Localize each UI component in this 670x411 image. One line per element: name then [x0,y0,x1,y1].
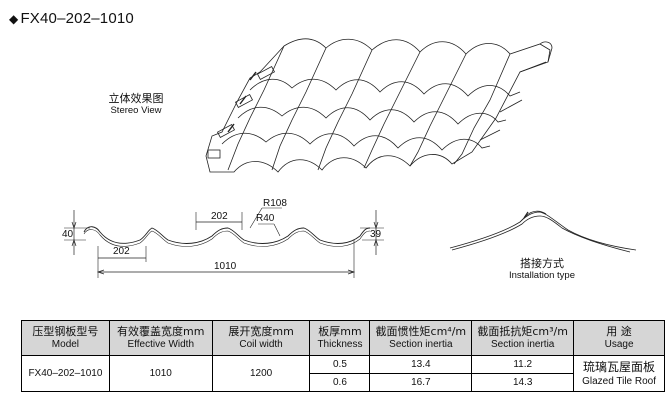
installation-label: 搭接方式 Installation type [508,257,575,282]
product-title: ◆FX40–202–1010 [9,10,134,27]
cell-thickness: 0.6 [309,373,371,392]
dim-height-left: 40 [62,229,74,240]
dim-r108: R108 [263,198,287,209]
stereo-view-label: 立体效果图 Stereo View [108,92,164,117]
dim-pitch-top: 202 [211,211,228,222]
diamond-icon: ◆ [9,12,19,26]
cell-model: FX40–202–1010 [21,355,110,392]
product-code: FX40–202–1010 [20,10,134,27]
cell-effective-width: 1010 [108,355,213,392]
table-row: 0.6 16.7 14.3 [22,373,665,392]
cell-thickness: 0.5 [309,355,371,374]
cell-coil-width: 1200 [211,355,311,392]
cell-usage: 琉璃瓦屋面板 Glazed Tile Roof [573,355,665,392]
cell-resistance: 11.2 [471,355,575,374]
drawing-canvas [64,38,637,278]
table-row: FX40–202–1010 1010 1200 0.5 13.4 11.2 琉璃… [21,355,665,392]
cell-inertia: 13.4 [369,355,473,374]
dim-height-right: 39 [370,229,382,240]
installation-sketch [449,210,637,253]
cell-inertia: 16.7 [369,373,473,392]
dim-width: 1010 [214,261,237,272]
profile-drawing [64,207,384,278]
cell-resistance: 14.3 [471,373,575,392]
dim-pitch-bottom: 202 [113,246,130,257]
stereo-view-illustration [205,38,553,173]
dim-r40: R40 [256,213,275,224]
